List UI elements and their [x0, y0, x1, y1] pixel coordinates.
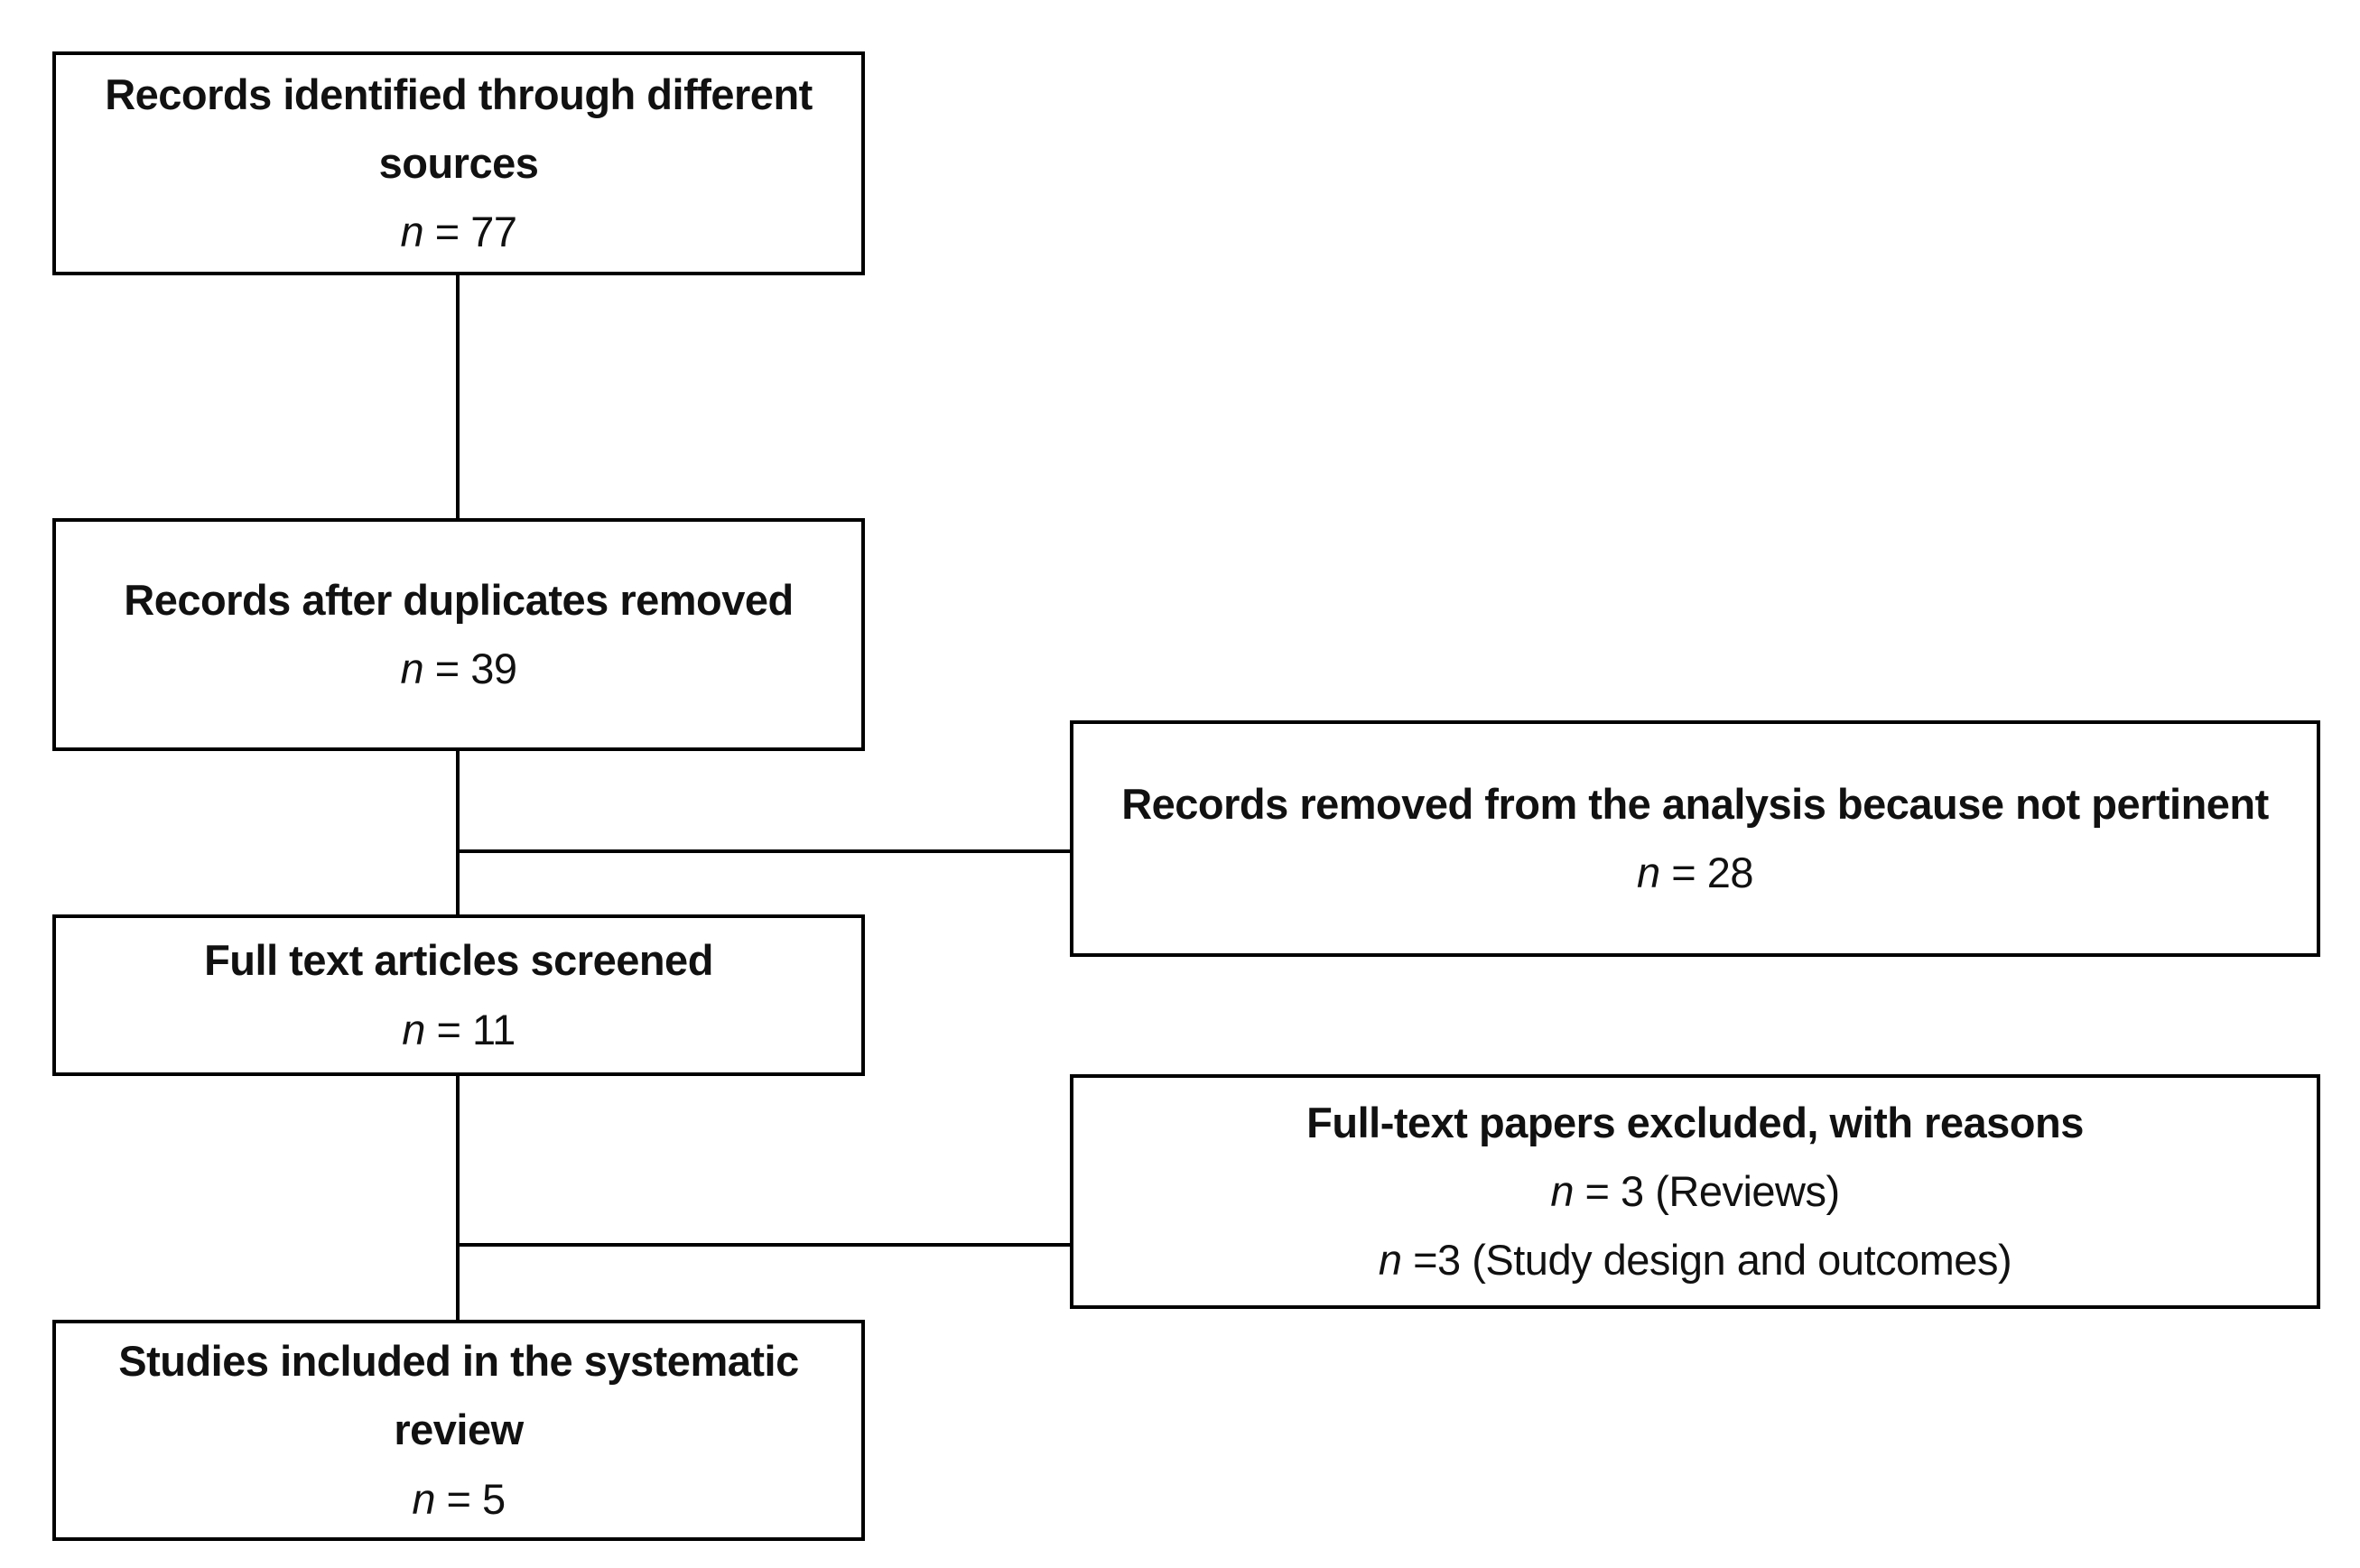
box-records-identified-count: n = 77 [401, 198, 517, 266]
box-records-identified-title: Records identified through different sou… [105, 70, 813, 187]
box-records-after-duplicates: Records after duplicates removed n = 39 [52, 518, 865, 751]
box-full-text-excluded: Full-text papers excluded, with reasons … [1070, 1074, 2320, 1309]
n-symbol: n [400, 208, 424, 256]
n-symbol: n [400, 645, 424, 692]
n-symbol: n [402, 1005, 425, 1053]
n-value: = 28 [1659, 849, 1753, 896]
connector-screened-to-included [456, 1076, 460, 1320]
box-records-identified: Records identified through different sou… [52, 51, 865, 275]
n-symbol: n [1637, 849, 1660, 896]
n-symbol: n [412, 1474, 435, 1523]
box-records-after-duplicates-title: Records after duplicates removed [124, 575, 794, 624]
box-studies-included-count: n = 5 [412, 1465, 506, 1534]
n-value: =3 (Study design and outcomes) [1401, 1236, 2012, 1285]
n-symbol: n [1378, 1236, 1402, 1285]
n-value: = 3 (Reviews) [1573, 1166, 1841, 1215]
connector-branch-to-excluded [456, 1243, 1070, 1247]
box-full-text-screened: Full text articles screened n = 11 [52, 914, 865, 1076]
box-full-text-excluded-title: Full-text papers excluded, with reasons [1306, 1098, 2084, 1146]
n-value: = 11 [424, 1005, 516, 1053]
box-full-text-excluded-count-reviews: n = 3 (Reviews) [1550, 1157, 1841, 1226]
box-full-text-excluded-count-design: n =3 (Study design and outcomes) [1379, 1226, 2012, 1294]
box-records-removed-count: n = 28 [1637, 839, 1753, 907]
box-records-removed: Records removed from the analysis becaus… [1070, 720, 2320, 957]
connector-identified-to-duplicates [456, 275, 460, 518]
n-value: = 77 [423, 208, 517, 256]
box-full-text-screened-count: n = 11 [402, 996, 516, 1064]
n-value: = 5 [434, 1474, 506, 1523]
box-studies-included: Studies included in the systematic revie… [52, 1320, 865, 1541]
box-studies-included-title: Studies included in the systematic revie… [118, 1337, 799, 1454]
box-full-text-screened-title: Full text articles screened [204, 936, 713, 985]
connector-duplicates-to-screened [456, 751, 460, 914]
connector-branch-to-removed [456, 849, 1070, 853]
box-records-after-duplicates-count: n = 39 [401, 635, 517, 703]
n-symbol: n [1550, 1166, 1574, 1215]
n-value: = 39 [423, 645, 517, 692]
box-records-removed-title: Records removed from the analysis becaus… [1121, 779, 2269, 828]
